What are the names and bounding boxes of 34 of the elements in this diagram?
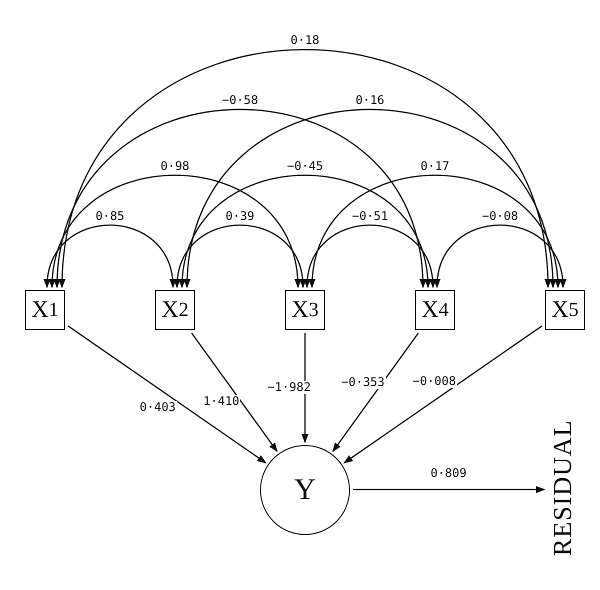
edge-label: 1·410 (202, 394, 240, 408)
edge-label: 0·85 (94, 210, 126, 222)
arrow (353, 486, 544, 494)
arrow (302, 333, 308, 442)
edge-label: −0·008 (412, 374, 457, 388)
arrow (344, 325, 542, 464)
edge-label: 0·403 (138, 400, 177, 414)
arrow (191, 332, 278, 452)
edge-label: 0·98 (160, 160, 190, 172)
residual-label: RESIDUAL (548, 395, 578, 580)
double-arrow (54, 109, 426, 288)
double-arrow (184, 109, 556, 288)
edge-label: −0·58 (221, 94, 260, 106)
edge-label: −0·45 (286, 160, 324, 172)
double-arrow (180, 174, 430, 288)
double-arrow (434, 224, 566, 288)
edge-label: 0·16 (354, 94, 386, 106)
edge-label: −1·982 (266, 381, 312, 394)
edge-label: 0·17 (420, 160, 450, 172)
edge-label: 0·18 (290, 34, 320, 46)
double-arrow (60, 49, 550, 288)
arrow (332, 332, 419, 452)
arrow (68, 325, 266, 464)
double-arrow (310, 174, 560, 288)
edge-label: −0·08 (481, 210, 520, 222)
double-arrow (50, 174, 300, 288)
edge-label: 0·39 (224, 210, 256, 222)
double-arrow (174, 224, 306, 288)
outcome-circle: Y (260, 445, 350, 535)
double-arrow (44, 224, 176, 288)
edge-label: −0·353 (340, 376, 386, 390)
edge-label: 0·809 (429, 467, 468, 480)
double-arrow (304, 224, 436, 288)
edge-label: −0·51 (351, 210, 390, 222)
